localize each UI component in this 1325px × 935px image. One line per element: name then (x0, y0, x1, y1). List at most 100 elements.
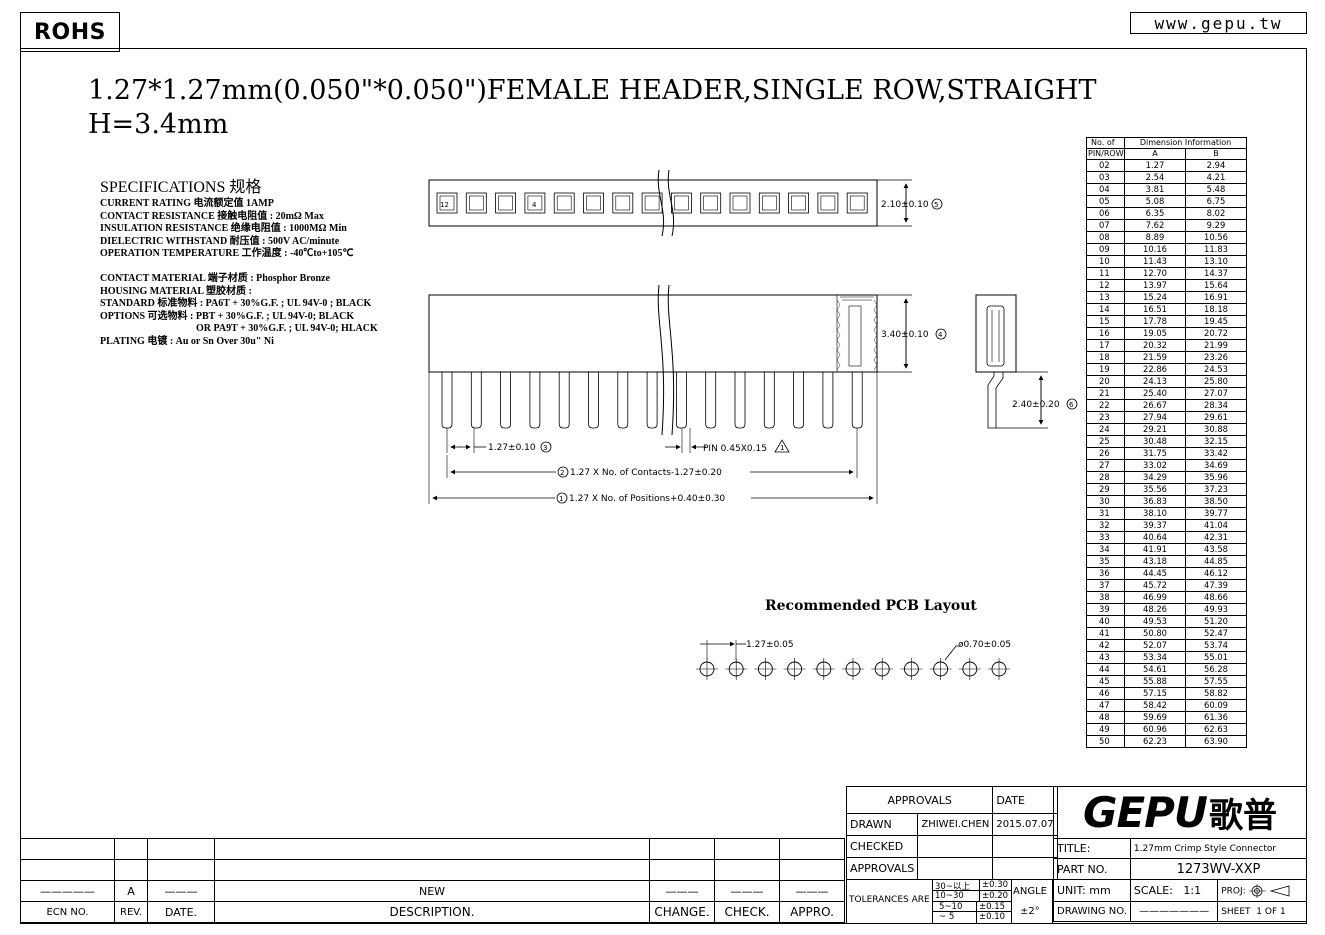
top-pin-contact (439, 195, 455, 211)
material-line: OR PA9T + 30%G.F. ; UL 94V-0; HLACK (196, 323, 378, 335)
break-line (657, 169, 675, 237)
dim-contacts: 1.27 X No. of Contacts-1.27±0.20 (570, 468, 722, 478)
dim-a-cell: 36.83 (1124, 495, 1186, 508)
appro-label: APPRO. (779, 901, 845, 923)
front-pin (705, 372, 717, 429)
top-pin-contact (703, 195, 719, 211)
of-label: OF (1264, 906, 1278, 917)
top-pin-cavity (436, 192, 458, 214)
dim-a-cell: 16.51 (1124, 303, 1186, 316)
material-line: CONTACT MATERIAL 端子材质 : Phosphor Bronze (100, 272, 330, 284)
top-pin-cavity (524, 192, 546, 214)
dim-a-cell: 6.35 (1124, 207, 1186, 220)
front-pin (734, 372, 746, 429)
pin-count-cell: 23 (1086, 411, 1125, 424)
dim-a-cell: 29.21 (1124, 423, 1186, 436)
tol-range: 10~30 (933, 890, 980, 901)
dim-a-cell: 33.02 (1124, 459, 1186, 472)
front-pin (470, 372, 482, 429)
title-line-1: 1.27*1.27mm(0.050"*0.050")FEMALE HEADER,… (88, 75, 1097, 106)
dim-pitch: 1.27±0.10 (488, 443, 536, 453)
dim-b-cell: 25.80 (1185, 375, 1247, 388)
pin-count-cell: 31 (1086, 507, 1125, 520)
dim-a-cell: 46.99 (1124, 591, 1186, 604)
dim-a-cell: 12.70 (1124, 267, 1186, 280)
pin-count-cell: 28 (1086, 471, 1125, 484)
date-label: DATE. (147, 901, 215, 923)
front-pin (588, 372, 599, 429)
pin-count-cell: 04 (1086, 183, 1125, 196)
dim-b-cell: 42.31 (1185, 531, 1247, 544)
proj-label: PROJ: (1221, 886, 1246, 896)
dim-b-cell: 38.50 (1185, 495, 1247, 508)
logo-chinese: 歌普 (1209, 796, 1278, 836)
part-no-label: PART NO. (1053, 858, 1131, 880)
dim-positions: 1.27 X No. of Positions+0.40±0.30 (569, 494, 725, 504)
pin-count-cell: 38 (1086, 591, 1125, 604)
dim-ref-3: 3 (543, 444, 547, 452)
dim-a-cell: 19.05 (1124, 327, 1186, 340)
dim-b-cell: 46.12 (1185, 567, 1247, 580)
top-pin-cavity (495, 192, 517, 214)
dim-a-cell: 1.27 (1124, 159, 1186, 172)
dim-a-cell: 5.08 (1124, 195, 1186, 208)
pin-count-cell: 39 (1086, 603, 1125, 616)
tol-value: ±0.10 (979, 912, 1006, 923)
website-label[interactable]: www.gepu.tw (1130, 12, 1307, 34)
dim-b-cell: 37.23 (1185, 483, 1247, 496)
dim-a-cell: 11.43 (1124, 255, 1186, 268)
dim-b-cell: 9.29 (1185, 219, 1247, 232)
dim-b-cell: 18.18 (1185, 303, 1247, 316)
dim-b-cell: 23.26 (1185, 351, 1247, 364)
drawn-label: DRAWN (845, 813, 919, 836)
pin-count-cell: 26 (1086, 447, 1125, 460)
pin-count-cell: 14 (1086, 303, 1125, 316)
pcb-hole-dim: ø0.70±0.05 (958, 640, 1011, 650)
dim-a-cell: 53.34 (1124, 651, 1186, 664)
pin-count-cell: 20 (1086, 375, 1125, 388)
title-block: TITLE: 1.27mm Crimp Style Connector PART… (1053, 838, 1308, 922)
tolerances-label: TOLERANCES ARE (849, 895, 930, 905)
pin-count-cell: 47 (1086, 699, 1125, 712)
date-heading: DATE (992, 786, 1059, 814)
front-pin (529, 372, 541, 429)
dimension-table: No. of Dimension Information PIN/ROW A B… (1086, 137, 1247, 748)
revision-table: ————— A ——— NEW ————————— ECN NO. REV. D… (20, 838, 845, 923)
side-view-housing (975, 294, 1017, 373)
pin-count-cell: 37 (1086, 579, 1125, 592)
top-pin-cavity (641, 192, 663, 214)
pin-count-cell: 24 (1086, 423, 1125, 436)
top-pin-cavity (553, 192, 575, 214)
dim-a-cell: 31.75 (1124, 447, 1186, 460)
front-pin (617, 372, 629, 429)
dim-tail: 2.40±0.20 (1012, 400, 1060, 410)
rohs-badge: ROHS (20, 12, 120, 52)
change-label: CHANGE. (649, 901, 715, 923)
dim-a-cell: 62.23 (1124, 735, 1186, 748)
top-pin-cavity (817, 192, 839, 214)
dim-a-cell: 7.62 (1124, 219, 1186, 232)
dim-b-cell: 55.01 (1185, 651, 1247, 664)
pin-count-cell: 45 (1086, 675, 1125, 688)
dim-a-cell: 38.10 (1124, 507, 1186, 520)
drawing-no-label: DRAWING NO. (1053, 901, 1131, 922)
top-pin-contact (556, 195, 572, 211)
approvals-table: APPROVALS DATE DRAWN ZHIWEI.CHEN 2015.07… (845, 786, 1059, 880)
front-pin (676, 372, 687, 429)
